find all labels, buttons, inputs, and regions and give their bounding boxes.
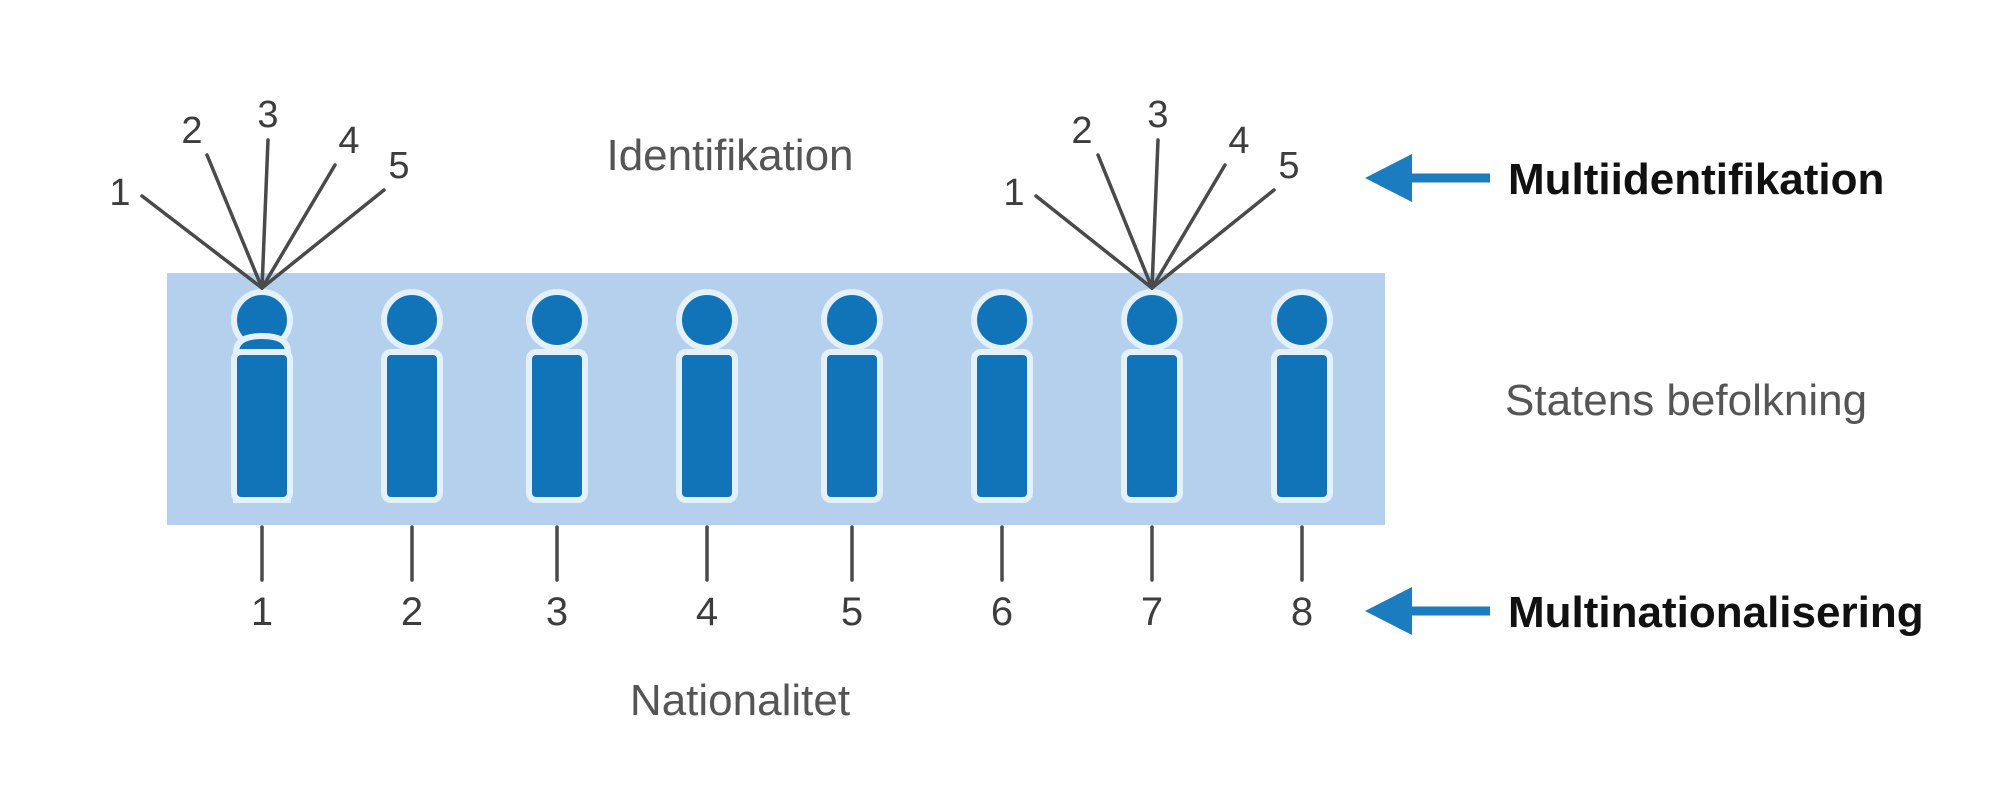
fan-line-right-2 [1096, 153, 1154, 290]
axis-label-3: 3 [546, 590, 568, 634]
population-band [167, 273, 1385, 525]
person-figure-4 [676, 289, 738, 503]
fan-line-right-3 [1150, 138, 1160, 290]
nationality-axis-labels: 1 2 3 4 5 6 7 8 [251, 590, 1313, 634]
axis-label-7: 7 [1141, 590, 1163, 634]
person-figure-2 [381, 289, 443, 503]
person-figure-7 [1121, 289, 1183, 503]
person-figure-1 [231, 289, 293, 503]
callout-label-multiidentifikation: Multiidentifikation [1508, 155, 1884, 204]
person-figure-8 [1271, 289, 1333, 503]
left-arrow-icon-multiidentifikation [1365, 154, 1490, 202]
identity-fan-left-labels: 1 2 3 4 5 [109, 94, 409, 214]
identity-fan-right-labels: 1 2 3 4 5 [1003, 94, 1299, 214]
fan-line-right-5 [1150, 188, 1276, 290]
person-figure-5 [821, 289, 883, 503]
axis-label-5: 5 [841, 590, 863, 634]
axis-label-1: 1 [251, 590, 273, 634]
fan-label-left-4: 4 [338, 120, 359, 162]
fan-label-right-2: 2 [1071, 110, 1092, 152]
nationality-axis-ticks [260, 525, 1304, 582]
axis-label-8: 8 [1291, 590, 1313, 634]
identity-fan-right [1034, 138, 1276, 290]
fan-label-left-1: 1 [109, 172, 130, 214]
fan-label-left-2: 2 [181, 110, 202, 152]
fan-line-left-5 [260, 188, 386, 290]
axis-label-4: 4 [696, 590, 718, 634]
person-figure-6 [971, 289, 1033, 503]
fan-label-left-3: 3 [257, 94, 278, 136]
fan-line-left-1 [140, 194, 264, 290]
fan-label-right-1: 1 [1003, 172, 1024, 214]
fan-label-right-3: 3 [1147, 94, 1168, 136]
fan-label-right-5: 5 [1278, 145, 1299, 187]
fan-line-right-4 [1150, 163, 1227, 290]
person-group [231, 289, 1333, 503]
axis-label-2: 2 [401, 590, 423, 634]
statens-befolkning-label: Statens befolkning [1505, 376, 1867, 425]
fan-line-left-3 [260, 138, 270, 290]
callout-label-multinationalisering: Multinationalisering [1508, 588, 1924, 637]
identifikation-title: Identifikation [606, 131, 853, 180]
fan-label-right-4: 4 [1228, 120, 1249, 162]
person-figure-3 [526, 289, 588, 503]
fan-label-left-5: 5 [388, 145, 409, 187]
nationalitet-title: Nationalitet [630, 676, 850, 725]
callout-multiidentifikation: Multiidentifikation [1365, 154, 1884, 204]
identity-fan-left [140, 138, 386, 290]
axis-label-6: 6 [991, 590, 1013, 634]
fan-line-right-1 [1034, 194, 1154, 290]
callout-multinationalisering: Multinationalisering [1365, 587, 1924, 637]
fan-line-left-2 [205, 153, 264, 290]
left-arrow-icon-multinationalisering [1365, 587, 1490, 635]
fan-line-left-4 [260, 163, 337, 290]
